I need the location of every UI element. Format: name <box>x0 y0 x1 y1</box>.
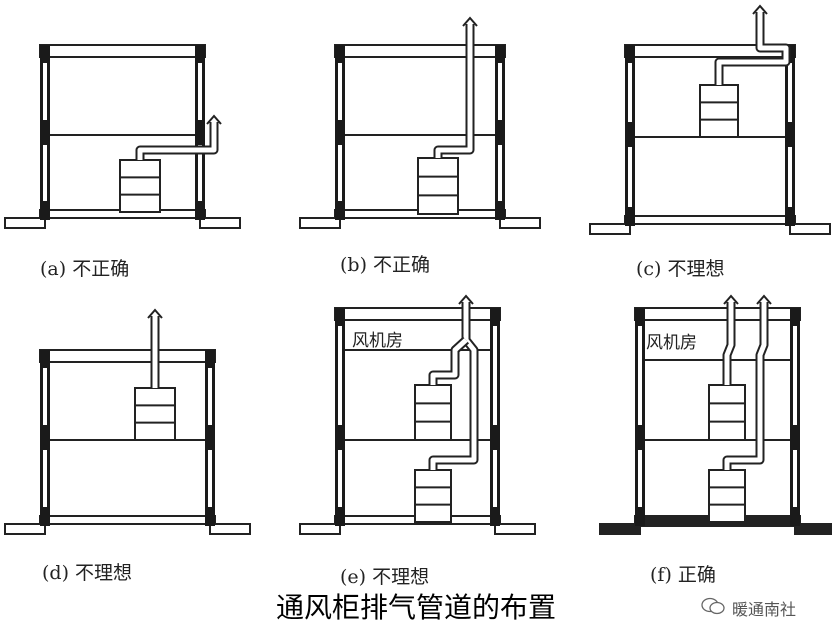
airflow-arrow-icon <box>723 294 739 305</box>
fume-cabinet <box>414 384 452 441</box>
foundation-right <box>199 217 241 229</box>
fume-cabinet <box>708 384 746 441</box>
fan-room-label-e: 风机房 <box>352 331 403 351</box>
watermark-text: 暖通南社 <box>732 600 797 619</box>
caption-e: (e) 不理想 <box>340 566 430 588</box>
exhaust-duct-inner <box>435 24 473 158</box>
roof-slab <box>334 307 501 321</box>
window <box>208 368 212 425</box>
wall-left <box>40 45 50 220</box>
window <box>788 63 792 122</box>
watermark: 暖通南社 <box>700 596 796 620</box>
wall-left <box>625 45 635 226</box>
caption-a: (a) 不正确 <box>40 258 130 280</box>
exhaust-duct-inner <box>137 122 217 160</box>
figure-title: 通风柜排气管道的布置 <box>275 591 556 624</box>
window <box>198 145 202 201</box>
foundation-right <box>494 523 536 535</box>
fan-room-label-f: 风机房 <box>646 333 697 353</box>
roof-slab <box>334 44 506 58</box>
foundation-left <box>589 223 631 235</box>
caption-d: (d) 不理想 <box>42 562 133 584</box>
window <box>638 450 642 507</box>
foundation-left <box>599 523 641 535</box>
window <box>498 145 502 201</box>
window <box>338 450 342 507</box>
window <box>198 63 202 120</box>
wall-right <box>495 45 505 220</box>
roof-slab <box>39 349 216 363</box>
foundation-left <box>299 217 341 229</box>
exhaust-duct-inner <box>724 302 734 385</box>
floor-slab <box>39 515 216 525</box>
window <box>493 326 497 425</box>
foundation-right <box>789 223 831 235</box>
fume-cabinet <box>119 159 161 213</box>
wall-right <box>785 45 795 226</box>
wechat-icon <box>700 596 726 620</box>
caption-f: (f) 正确 <box>650 564 716 586</box>
window <box>498 63 502 120</box>
airflow-arrow-icon <box>462 16 478 27</box>
floor-slab <box>624 215 796 225</box>
exhaust-duct-inner <box>430 338 468 385</box>
window <box>788 147 792 207</box>
window <box>638 326 642 425</box>
foundation-right <box>499 217 541 229</box>
foundation-left <box>299 523 341 535</box>
window <box>43 63 47 120</box>
caption-c: (c) 不理想 <box>636 258 725 280</box>
foundation-right <box>209 523 251 535</box>
airflow-arrow-icon <box>147 308 163 319</box>
wall-left <box>335 45 345 220</box>
wall-right <box>205 350 215 526</box>
window <box>628 147 632 207</box>
window <box>793 450 797 507</box>
window <box>338 326 342 425</box>
fume-cabinet <box>414 469 452 523</box>
fume-cabinet <box>708 469 746 523</box>
airflow-arrow-icon <box>206 114 222 125</box>
window <box>338 145 342 201</box>
caption-b: (b) 不正确 <box>340 254 431 276</box>
fume-cabinet <box>699 84 739 138</box>
window <box>338 63 342 120</box>
roof-slab <box>634 307 801 321</box>
exhaust-duct-inner <box>724 302 767 470</box>
window <box>628 63 632 122</box>
exhaust-duct-inner <box>430 302 477 470</box>
fume-cabinet <box>134 387 176 441</box>
window <box>43 145 47 201</box>
airflow-arrow-icon <box>458 294 474 305</box>
roof-slab <box>39 44 206 58</box>
wall-left <box>40 350 50 526</box>
window <box>43 450 47 507</box>
window <box>793 326 797 425</box>
fume-cabinet <box>417 157 459 215</box>
window <box>43 368 47 425</box>
window <box>208 450 212 507</box>
exhaust-duct-inner <box>716 12 789 85</box>
window <box>493 450 497 507</box>
foundation-left <box>4 523 46 535</box>
airflow-arrow-icon <box>752 4 768 15</box>
foundation-left <box>4 217 46 229</box>
airflow-arrow-icon <box>756 294 772 305</box>
foundation-right <box>794 523 832 535</box>
wall-right <box>195 45 205 220</box>
